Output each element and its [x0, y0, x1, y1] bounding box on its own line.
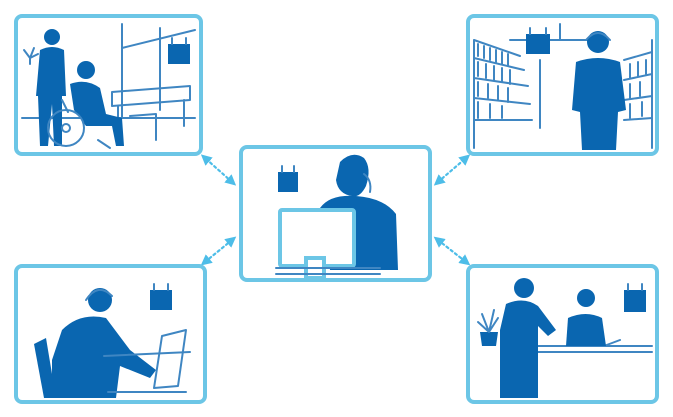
- wireless-access-point-icon: [150, 283, 172, 310]
- desk-lines: [275, 267, 381, 275]
- panel-hub: [239, 145, 432, 282]
- hospitality-scene: [477, 278, 653, 398]
- desk-line: [103, 351, 191, 357]
- shelf-icon: [473, 39, 541, 149]
- chair-figure: [34, 338, 56, 398]
- panel-hospitality: [466, 264, 659, 404]
- phone-icon: [363, 173, 372, 193]
- panel-frame: [466, 14, 659, 156]
- retail-scene: [473, 23, 653, 150]
- right-shelf-lines: [623, 39, 653, 149]
- panel-remote-work: [14, 264, 207, 404]
- headset-icon: [85, 289, 113, 301]
- guest-figure: [500, 278, 556, 398]
- wireless-access-point-icon: [168, 37, 190, 64]
- remote-work-scene: [34, 283, 191, 398]
- link-hub-retail: [433, 154, 471, 186]
- caregiver-figure: [36, 29, 66, 146]
- wheelchair-icon: [47, 99, 111, 149]
- link-hub-healthcare: [200, 154, 237, 186]
- plant-icon: [477, 309, 499, 346]
- wireless-access-point-icon: [278, 165, 298, 192]
- store-clerk-figure: [572, 31, 626, 150]
- receptionist-figure: [566, 289, 606, 346]
- healthcare-scene: [21, 23, 196, 149]
- headset-icon: [585, 32, 611, 41]
- monitor-icon: [278, 208, 356, 280]
- panel-healthcare: [14, 14, 203, 156]
- hub-scene: [275, 154, 398, 280]
- wireless-access-point-icon: [624, 283, 646, 312]
- headset-worker-figure: [52, 288, 156, 398]
- connection-links: [200, 154, 471, 266]
- wireless-access-point-icon: [526, 27, 550, 54]
- laptop-icon: [107, 329, 187, 393]
- panel-retail: [466, 14, 659, 156]
- link-hub-remote-work: [200, 236, 237, 266]
- wheelchair-patient-figure: [70, 61, 124, 146]
- plant-icon: [23, 47, 39, 65]
- link-hub-hospitality: [433, 236, 471, 266]
